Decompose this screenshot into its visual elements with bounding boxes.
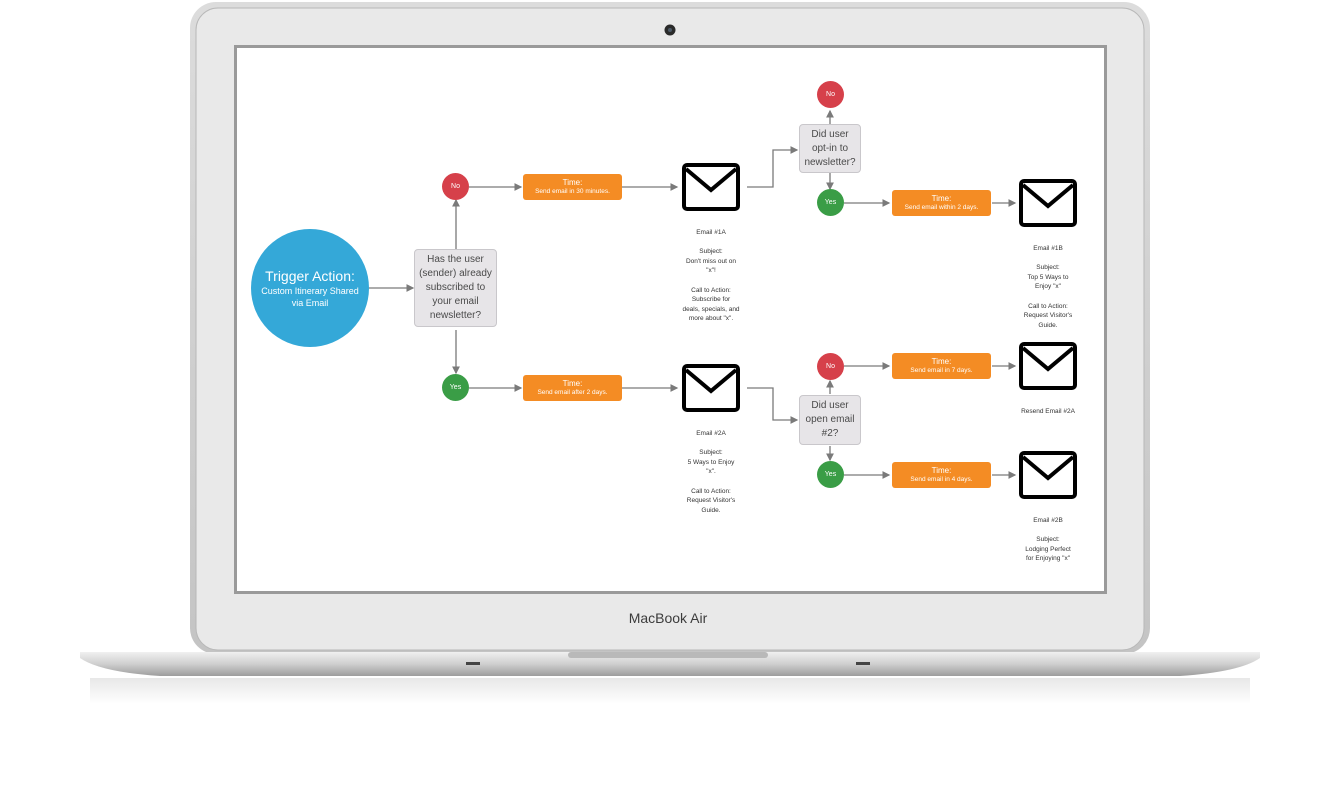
arrow-email2a-to-open: [747, 387, 799, 424]
email-2a-caption: Email #2A Subject: 5 Ways to Enjoy "x". …: [686, 430, 736, 514]
envelope-icon: [1019, 179, 1077, 227]
timer-label: Time:: [562, 178, 583, 187]
timer-7-days: Time: Send email in 7 days.: [892, 353, 991, 379]
envelope-icon: [682, 163, 740, 211]
timer-2-days-within: Time: Send email within 2 days.: [892, 190, 991, 216]
timer-detail: Send email in 7 days.: [910, 367, 973, 374]
timer-detail: Send email within 2 days.: [904, 204, 979, 211]
resend-email-2a-caption: Resend Email #2A: [1021, 408, 1075, 415]
no-circle-optin: No: [817, 81, 844, 108]
device-brand-label: MacBook Air: [628, 610, 708, 626]
decision-subscribed: Has the user (sender) already subscribed…: [414, 249, 497, 327]
trigger-subtitle: Custom Itinerary Shared via Email: [261, 285, 359, 308]
envelope-icon: [1019, 342, 1077, 390]
connector-lines: [369, 109, 1017, 479]
yes-circle-open: Yes: [817, 461, 844, 488]
trigger-action-node: Trigger Action: Custom Itinerary Shared …: [251, 229, 369, 347]
timer-detail: Send email after 2 days.: [537, 389, 608, 396]
envelope-icon: [1019, 451, 1077, 499]
email-1a-caption: Email #1A Subject: Don't miss out on "x"…: [682, 229, 740, 323]
arrow-email1a-to-optin: [747, 146, 799, 188]
timer-4-days: Time: Send email in 4 days.: [892, 462, 991, 488]
flowchart-screen: Trigger Action: Custom Itinerary Shared …: [237, 48, 1104, 591]
decision-open-email: Did user open email #2?: [799, 395, 861, 445]
timer-detail: Send email in 4 days.: [910, 476, 973, 483]
yes-circle-subscribed: Yes: [442, 374, 469, 401]
no-circle-subscribed: No: [442, 173, 469, 200]
timer-label: Time:: [931, 194, 952, 203]
email-2b-caption: Email #2B Subject: Lodging Perfect for E…: [1025, 517, 1071, 563]
timer-detail: Send email in 30 minutes.: [535, 188, 610, 195]
timer-label: Time:: [562, 379, 583, 388]
timer-30-minutes: Time: Send email in 30 minutes.: [523, 174, 622, 200]
envelope-icon: [682, 364, 740, 412]
timer-label: Time:: [931, 357, 952, 366]
email-1b-caption: Email #1B Subject: Top 5 Ways to Enjoy "…: [1023, 245, 1073, 329]
timer-2-days-after: Time: Send email after 2 days.: [523, 375, 622, 401]
no-circle-open: No: [817, 353, 844, 380]
yes-circle-optin: Yes: [817, 189, 844, 216]
timer-label: Time:: [931, 466, 952, 475]
trigger-title: Trigger Action:: [265, 267, 355, 284]
decision-opt-in: Did user opt-in to newsletter?: [799, 124, 861, 173]
